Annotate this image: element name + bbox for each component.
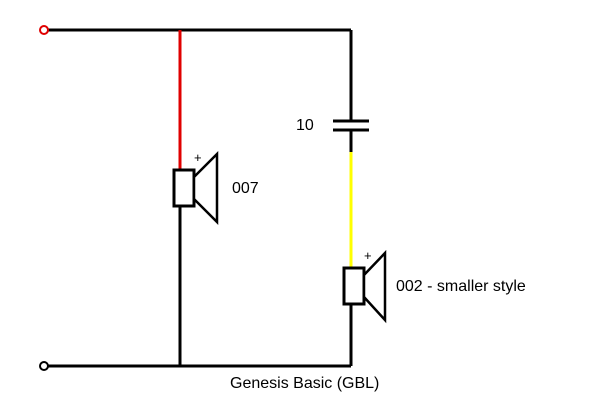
speaker-007-symbol — [172, 150, 219, 226]
capacitor-symbol — [333, 119, 369, 132]
midrange-model-label: 002 - smaller style — [396, 278, 526, 295]
midrange-plus-sign: + — [364, 248, 372, 263]
diagram-caption: Genesis Basic (GBL) — [230, 375, 380, 392]
capacitor-value-label: 10 — [296, 117, 314, 134]
positive-input-terminal — [39, 25, 49, 35]
speaker-002-symbol — [342, 249, 387, 324]
tweeter-plus-sign: + — [194, 150, 202, 165]
tweeter-model-label: 007 — [232, 180, 259, 197]
negative-input-terminal — [39, 361, 49, 371]
